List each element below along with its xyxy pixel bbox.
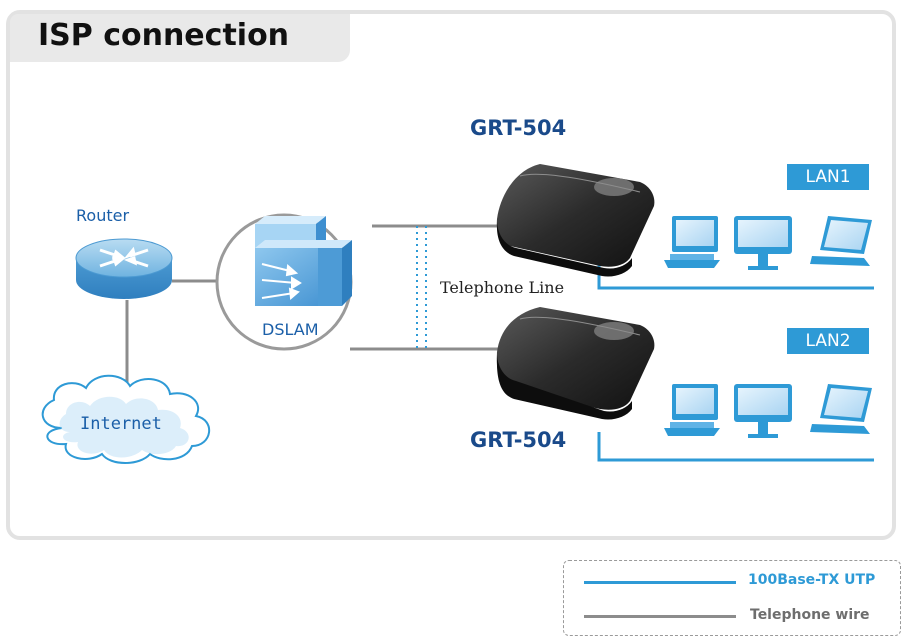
lan2-badge: LAN2 (787, 328, 869, 354)
dslam-icon (215, 213, 353, 351)
router-label: Router (76, 206, 130, 225)
legend-box: 100Base-TX UTP Telephone wire (563, 560, 901, 636)
lan1-desktop-icon (664, 216, 720, 268)
lan2-laptop-icon (810, 384, 872, 434)
splitter-dots (416, 226, 427, 349)
telephone-wires (125, 224, 512, 398)
legend-tel-swatch (584, 615, 736, 618)
lan2-imac-icon (734, 384, 792, 438)
grt-504-bottom-device-icon (496, 307, 655, 420)
lan1-utp-line (597, 262, 874, 290)
lan2-desktop-icon (664, 384, 720, 436)
legend-utp-swatch (584, 581, 736, 584)
router-icon (75, 238, 173, 299)
model-top-label: GRT-504 (470, 116, 567, 140)
internet-label: Internet (80, 414, 162, 434)
title-tab (10, 14, 350, 62)
telephone-line-label: Telephone Line (440, 278, 565, 297)
lan1-imac-icon (734, 216, 792, 270)
legend-utp-label: 100Base-TX UTP (748, 572, 876, 588)
diagram-frame (6, 10, 896, 540)
lan1-laptop-icon (810, 216, 872, 266)
internet-cloud-icon (41, 374, 211, 464)
page-title: ISP connection (38, 18, 290, 53)
grt-504-top-device-icon (496, 164, 655, 277)
model-bottom-label: GRT-504 (470, 428, 567, 452)
dslam-label: DSLAM (262, 320, 319, 339)
legend-tel-label: Telephone wire (750, 607, 870, 623)
lan1-badge: LAN1 (787, 164, 869, 190)
lan2-utp-line (597, 432, 874, 462)
